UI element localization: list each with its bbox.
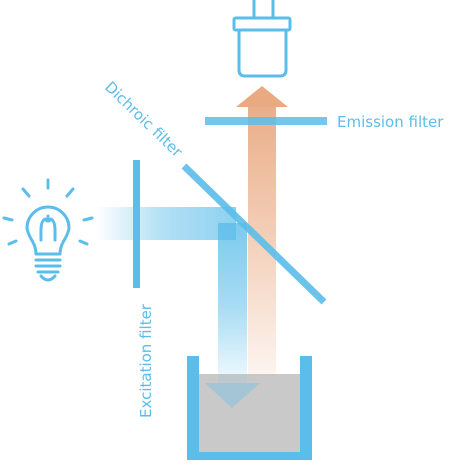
excitation-arrowhead xyxy=(205,383,260,408)
dichroic-filter-label: Dichroic filter xyxy=(101,78,186,161)
excitation-filter xyxy=(133,160,140,288)
emission-arrowhead xyxy=(236,86,288,107)
excitation-filter-label: Excitation filter xyxy=(137,303,155,418)
excitation-beam-horizontal xyxy=(96,207,236,240)
emission-filter-label: Emission filter xyxy=(337,113,444,131)
dichroic-filter xyxy=(181,163,327,305)
excitation-beam-vertical xyxy=(218,223,247,383)
light-bulb-icon xyxy=(2,178,94,282)
camera-detector-icon xyxy=(232,0,292,78)
sample-liquid xyxy=(199,374,300,454)
emission-filter xyxy=(205,117,327,125)
